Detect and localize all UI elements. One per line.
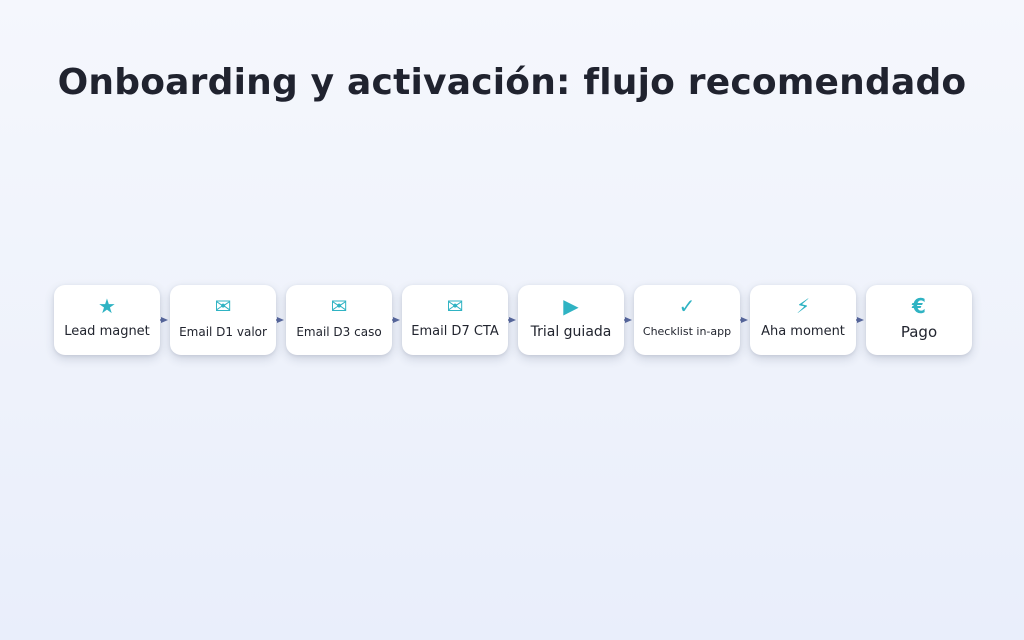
- flow-step-label: Email D1 valor: [179, 325, 267, 339]
- flow-step-email-d3: ✉ Email D3 caso: [286, 285, 392, 355]
- envelope-icon: ✉: [330, 294, 348, 318]
- euro-icon: €: [912, 294, 926, 318]
- flow-step-label: Email D7 CTA: [411, 324, 499, 339]
- diagram-title: Onboarding y activación: flujo recomenda…: [57, 62, 967, 103]
- envelope-icon: ✉: [214, 294, 232, 318]
- flow-step-aha-moment: ⚡ Aha moment: [750, 285, 856, 355]
- flow-step-label: Aha moment: [761, 324, 845, 339]
- connector-4-5: [508, 317, 516, 323]
- flow-step-email-d1: ✉ Email D1 valor: [170, 285, 276, 355]
- flow-step-label: Trial guiada: [530, 324, 612, 340]
- flow-step-label: Lead magnet: [64, 324, 150, 339]
- connector-1-2: [160, 317, 168, 323]
- flow-step-label: Pago: [900, 323, 938, 341]
- onboarding-flow: ★ Lead magnet ✉ Email D1 valor ✉ Email D…: [54, 285, 972, 355]
- flow-step-label: Email D3 caso: [296, 325, 382, 339]
- flow-step-label: Checklist in-app: [642, 325, 732, 338]
- connector-7-8: [856, 317, 864, 323]
- envelope-icon: ✉: [446, 294, 464, 318]
- connector-6-7: [740, 317, 748, 323]
- flow-step-trial-guiada: ▶ Trial guiada: [518, 285, 624, 355]
- flow-connectors: [160, 317, 864, 323]
- connector-3-4: [392, 317, 400, 323]
- lightning-icon: ⚡: [795, 294, 811, 318]
- connector-5-6: [624, 317, 632, 323]
- checkmark-icon: ✓: [678, 294, 696, 318]
- flow-step-email-d7: ✉ Email D7 CTA: [402, 285, 508, 355]
- flow-step-lead-magnet: ★ Lead magnet: [54, 285, 160, 355]
- flow-step-checklist: ✓ Checklist in-app: [634, 285, 740, 355]
- connector-2-3: [276, 317, 284, 323]
- play-icon: ▶: [563, 294, 579, 318]
- star-icon: ★: [98, 294, 116, 318]
- flow-step-pago: € Pago: [866, 285, 972, 355]
